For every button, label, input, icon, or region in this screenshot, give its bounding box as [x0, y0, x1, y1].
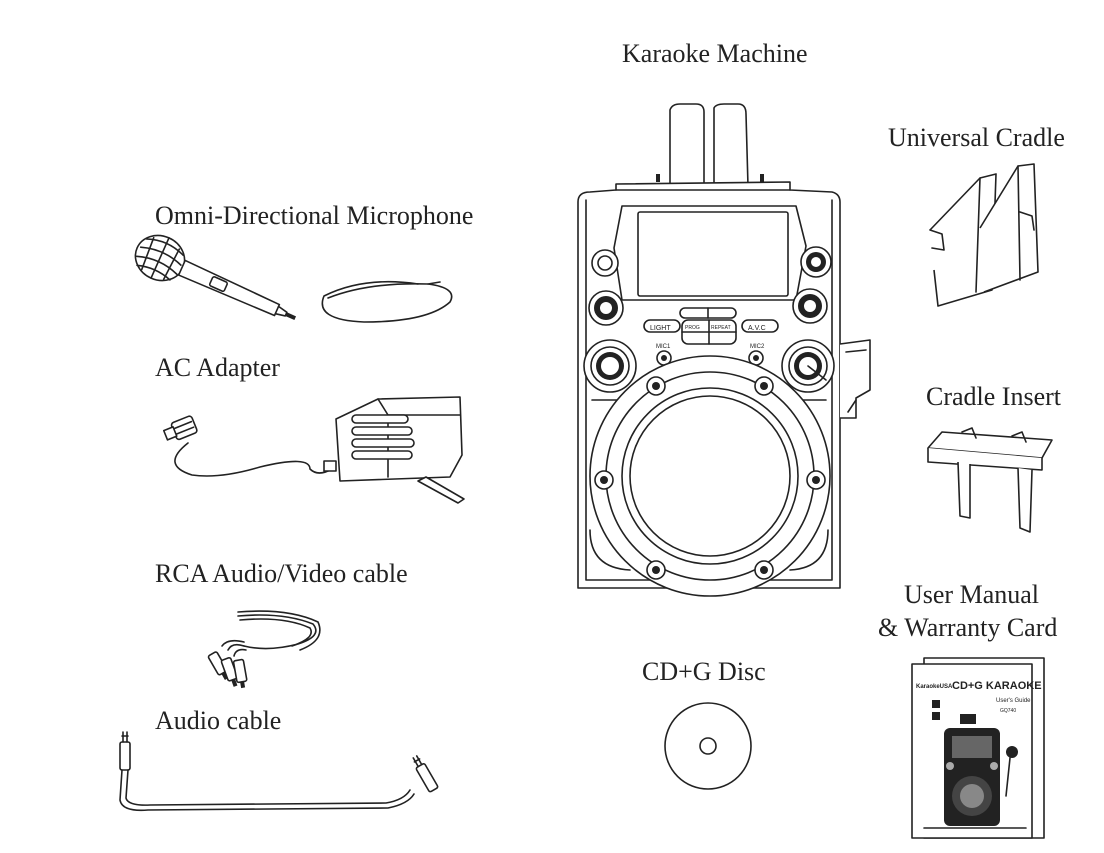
- rca-cable-label: RCA Audio/Video cable: [155, 559, 408, 588]
- microphone-illustration: [128, 230, 458, 330]
- manual-title: CD+G KARAOKE: [952, 680, 1042, 692]
- manual-brand: KaraokeUSA: [916, 684, 953, 690]
- cd-disc-illustration: [662, 700, 754, 792]
- prog-button-label: PROG: [685, 325, 700, 331]
- audio-cable-label: Audio cable: [155, 706, 282, 735]
- audio-cable-illustration: [108, 730, 448, 820]
- repeat-button-label: REPEAT: [711, 325, 731, 331]
- user-manual-illustration: KaraokeUSA CD+G KARAOKE User's Guide GQ7…: [906, 656, 1048, 842]
- manual-subtitle: User's Guide: [996, 698, 1031, 704]
- manual-model: GQ740: [1000, 708, 1016, 714]
- ac-adapter-illustration: [160, 385, 470, 520]
- karaoke-machine-label: Karaoke Machine: [622, 39, 808, 68]
- light-button-label: LIGHT: [650, 325, 671, 332]
- universal-cradle-illustration: [920, 160, 1050, 310]
- cradle-insert-label: Cradle Insert: [926, 382, 1062, 411]
- cradle-insert-illustration: [922, 428, 1062, 538]
- microphone-label: Omni-Directional Microphone: [155, 201, 474, 230]
- warranty-card-label: & Warranty Card: [878, 613, 1058, 642]
- rca-cable-illustration: [188, 606, 328, 689]
- avc-button-label: A.V.C: [748, 325, 766, 332]
- cd-disc-label: CD+G Disc: [642, 657, 766, 686]
- universal-cradle-label: Universal Cradle: [888, 123, 1065, 152]
- mic1-label: MIC1: [656, 344, 671, 350]
- user-manual-label: User Manual: [904, 580, 1040, 609]
- karaoke-machine-illustration: LIGHT A.V.C PROG REPEAT MIC1 MIC2: [570, 100, 880, 595]
- ac-adapter-label: AC Adapter: [155, 353, 280, 382]
- mic2-label: MIC2: [750, 344, 765, 350]
